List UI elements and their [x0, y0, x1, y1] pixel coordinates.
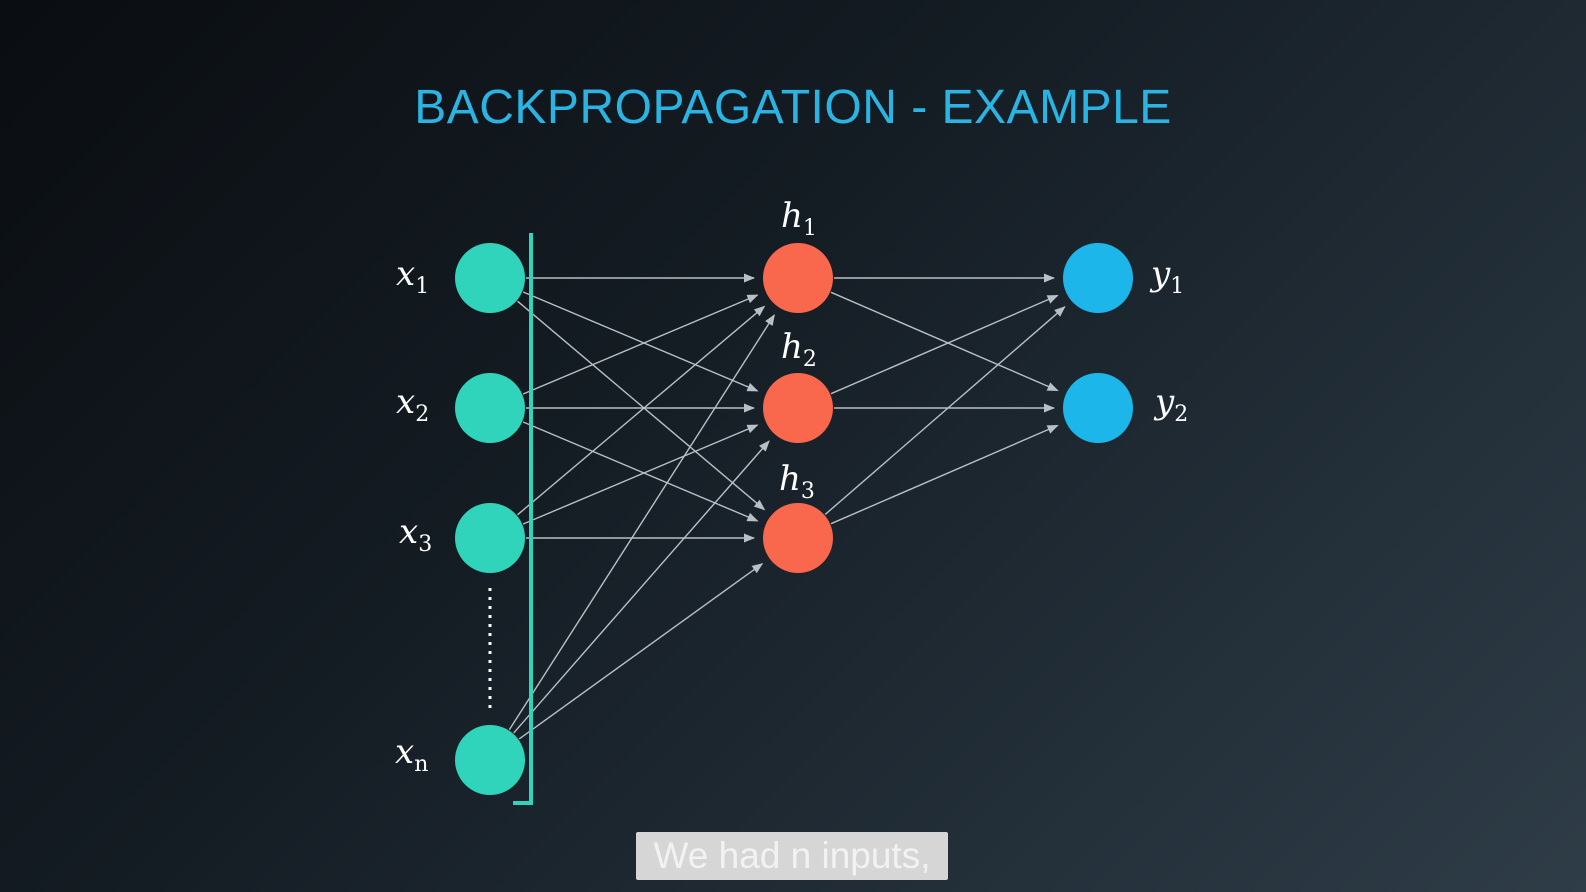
- edge-input-1-hidden-3: [517, 300, 766, 511]
- edge-input-4-hidden-2: [513, 440, 770, 734]
- hidden-label-2-var: h: [781, 327, 803, 367]
- edge-hidden-3-output-1: [824, 306, 1066, 515]
- input-bracket: [488, 233, 533, 805]
- edge-hidden-2-output-1: [830, 294, 1059, 395]
- edge-input-2-hidden-1: [522, 294, 759, 395]
- input-label-1: x1: [396, 254, 429, 299]
- input-label-3-var: x: [399, 512, 418, 552]
- input-layer-bracket: [513, 233, 533, 805]
- hidden-label-2-subscript: 2: [803, 347, 817, 372]
- edge-input-1-hidden-2: [522, 291, 759, 392]
- edge-input-4-hidden-3: [518, 563, 764, 740]
- hidden-label-3-subscript: 3: [801, 479, 815, 504]
- network-nodes: [455, 243, 1133, 795]
- input-label-2-var: x: [396, 382, 415, 422]
- hidden-label-1-subscript: 1: [803, 216, 817, 241]
- input-label-1-subscript: 1: [415, 274, 429, 299]
- input-label-4-subscript: n: [414, 752, 428, 777]
- output-label-1: y1: [1149, 254, 1184, 299]
- edge-hidden-1-output-2: [830, 291, 1059, 392]
- edge-input-2-hidden-3: [522, 421, 759, 522]
- connection-edges: [508, 273, 1066, 740]
- edge-input-4-hidden-1: [508, 314, 775, 731]
- output-node-1: [1063, 243, 1133, 313]
- edge-input-3-hidden-2: [522, 424, 759, 525]
- output-label-2: y2: [1153, 382, 1188, 427]
- output-label-2-subscript: 2: [1174, 402, 1188, 427]
- hidden-label-2: h2: [781, 327, 817, 372]
- hidden-node-2: [763, 373, 833, 443]
- video-caption: We had n inputs,: [636, 832, 948, 880]
- output-label-2-var: y: [1153, 382, 1175, 422]
- hidden-label-1-var: h: [781, 196, 803, 236]
- hidden-label-3-var: h: [779, 459, 801, 499]
- input-node-2: [455, 373, 525, 443]
- output-label-1-var: y: [1149, 254, 1171, 294]
- input-label-1-var: x: [396, 254, 415, 294]
- edge-input-3-hidden-1: [517, 305, 766, 516]
- output-node-2: [1063, 373, 1133, 443]
- input-node-4: [455, 725, 525, 795]
- input-label-4-var: x: [395, 732, 414, 772]
- slide-title: BACKPROPAGATION - EXAMPLE: [414, 81, 1172, 134]
- input-label-2: x2: [396, 382, 429, 427]
- hidden-label-3: h3: [779, 459, 815, 504]
- hidden-node-1: [763, 243, 833, 313]
- input-node-3: [455, 503, 525, 573]
- input-label-3-subscript: 3: [418, 532, 432, 557]
- input-node-1: [455, 243, 525, 313]
- input-label-3: x3: [399, 512, 432, 557]
- input-label-4: xn: [395, 732, 428, 777]
- input-label-2-subscript: 2: [415, 402, 429, 427]
- edge-hidden-3-output-2: [830, 424, 1059, 525]
- hidden-label-1: h1: [781, 196, 817, 241]
- output-label-1-subscript: 1: [1170, 274, 1184, 299]
- hidden-node-3: [763, 503, 833, 573]
